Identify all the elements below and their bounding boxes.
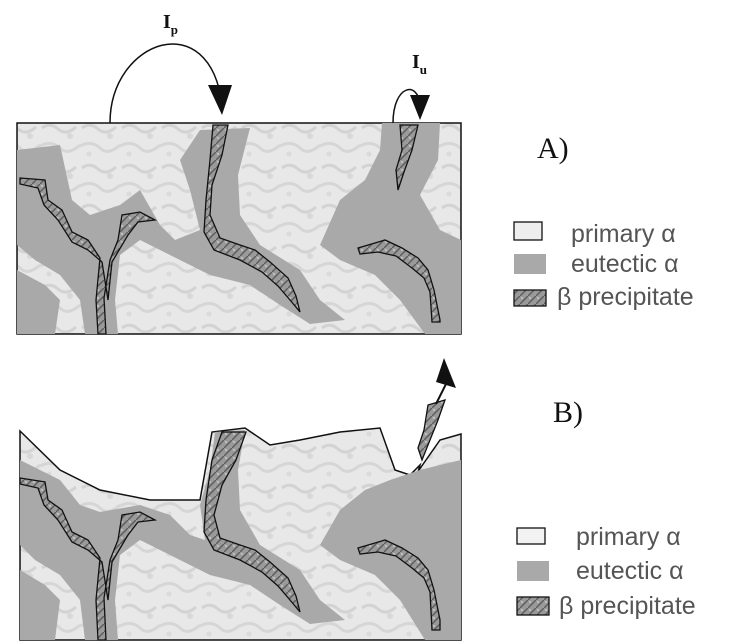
arrow-eutectic-head	[410, 95, 430, 120]
panel-a-beta-precipitate	[19, 124, 441, 335]
label-iu: Iu	[412, 51, 427, 77]
ejected-fragment	[417, 399, 447, 462]
legend-text-beta-precipitate: β precipitate	[557, 283, 694, 311]
panel-a-label: A)	[537, 132, 569, 165]
label-ip: Ip	[163, 11, 178, 37]
legend-text-beta-precipitate: β precipitate	[559, 592, 696, 620]
legend-swatch-primary-alpha	[513, 221, 543, 241]
legend-swatch-beta-precipitate	[513, 289, 547, 307]
panel-b: B)	[19, 358, 583, 641]
legend-b: primary α eutectic α β precipitate	[516, 523, 696, 620]
legend-swatch-eutectic-alpha	[514, 254, 546, 274]
arrow-primary-interface	[109, 43, 223, 124]
panel-b-beta-precipitate	[19, 399, 447, 641]
arrow-primary-head	[208, 85, 232, 115]
legend-text-eutectic-alpha: eutectic α	[576, 557, 684, 585]
arrow-fragment-head	[436, 358, 456, 388]
legend-swatch-primary-alpha	[516, 527, 546, 545]
legend-text-eutectic-alpha: eutectic α	[571, 250, 679, 278]
legend-text-primary-alpha: primary α	[576, 523, 681, 551]
legend-text-primary-alpha: primary α	[571, 220, 676, 248]
legend-a: primary α eutectic α β precipitate	[513, 220, 694, 311]
panel-a: Ip Iu A)	[16, 11, 569, 335]
panel-b-label: B)	[553, 396, 583, 429]
legend-swatch-beta-precipitate	[516, 596, 550, 616]
legend-swatch-eutectic-alpha	[517, 561, 549, 581]
